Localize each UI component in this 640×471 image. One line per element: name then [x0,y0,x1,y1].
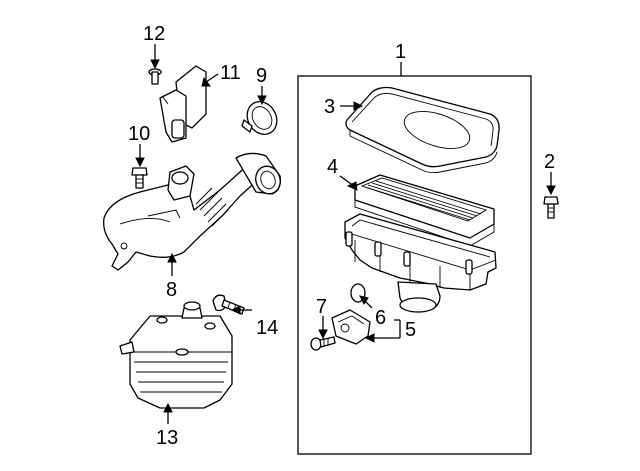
part-7-screw [310,336,336,351]
callout-14: 14 [256,317,278,339]
part-12-clip [148,68,162,85]
part-5-sensor [331,309,371,345]
assembly-box [297,75,532,455]
part-9-clamp [241,101,278,135]
leaders [135,44,556,424]
part-3-cover [345,86,500,174]
callout-5: 5 [405,319,416,341]
callout-7: 7 [316,296,327,318]
callout-8: 8 [166,279,177,301]
callout-9: 9 [256,65,267,87]
part-10-bolt [131,167,148,189]
part-2-bolt [543,196,559,219]
callout-10: 10 [128,123,150,145]
callout-2: 2 [544,151,555,173]
part-8-intake [103,152,281,271]
callout-1: 1 [395,41,406,63]
part-1-case [344,213,497,313]
callout-3: 3 [324,96,335,118]
callout-12: 12 [143,23,165,45]
callout-6: 6 [375,307,386,329]
callout-11: 11 [220,62,241,84]
part-13-resonator [119,301,233,409]
part-11-duct [159,65,207,143]
callout-4: 4 [327,156,338,178]
callout-13: 13 [156,427,178,449]
